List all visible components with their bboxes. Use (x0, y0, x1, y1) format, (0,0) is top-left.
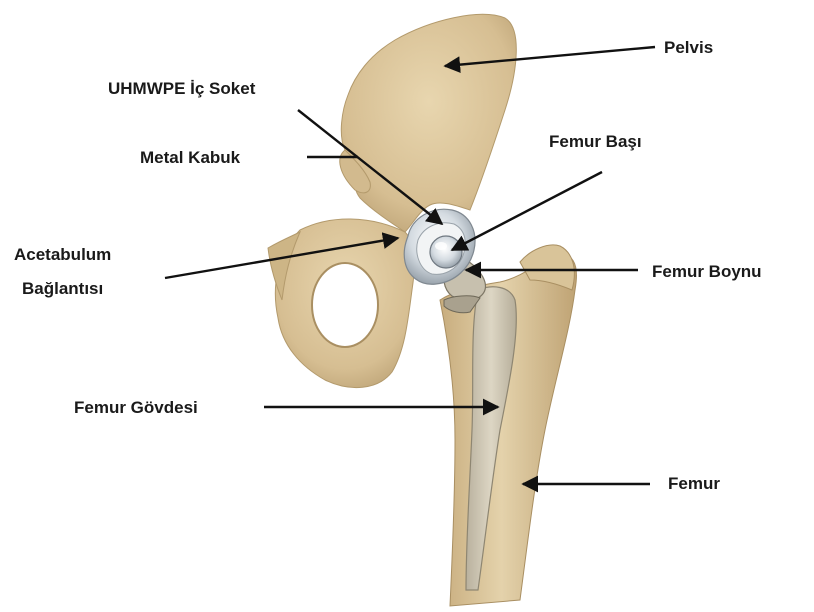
label-inner-socket: UHMWPE İç Soket (108, 78, 255, 100)
femoral-head (430, 236, 462, 268)
label-femoral-neck: Femur Boynu (652, 261, 762, 283)
pelvis-ilium (341, 14, 516, 232)
label-acetabulum-line2: Bağlantısı (22, 278, 103, 300)
label-pelvis: Pelvis (664, 37, 713, 59)
obturator-foramen (312, 263, 378, 347)
label-metal-shell: Metal Kabuk (140, 147, 240, 169)
femoral-head-highlight (435, 242, 447, 250)
label-acetabulum-line1: Acetabulum (14, 244, 111, 266)
label-femoral-stem: Femur Gövdesi (74, 397, 198, 419)
label-femoral-head: Femur Başı (549, 131, 642, 153)
label-femur: Femur (668, 473, 720, 495)
